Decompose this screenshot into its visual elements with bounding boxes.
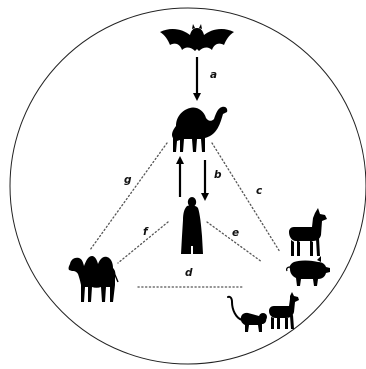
human-icon (181, 197, 203, 254)
label-a: a (210, 69, 217, 81)
alpaca-icon (269, 292, 299, 329)
arrows (176, 57, 209, 201)
dotted-connectors (89, 142, 281, 288)
boundary-circle (9, 7, 366, 365)
llama-icon (289, 208, 327, 256)
label-e: e (232, 227, 239, 239)
connector-g (89, 142, 168, 251)
pig-icon (286, 256, 330, 286)
connector-c (211, 142, 281, 253)
monkey-icon (227, 295, 267, 332)
bactrian-camel-icon (68, 256, 119, 302)
dromedary-camel-icon (172, 106, 228, 152)
bat-icon (160, 24, 234, 51)
label-f: f (143, 226, 149, 238)
label-g: g (124, 174, 132, 186)
connector-e (206, 221, 263, 263)
connector-f (117, 221, 169, 264)
label-c: c (256, 185, 263, 197)
label-b: b (214, 169, 222, 181)
label-d: d (185, 267, 193, 279)
